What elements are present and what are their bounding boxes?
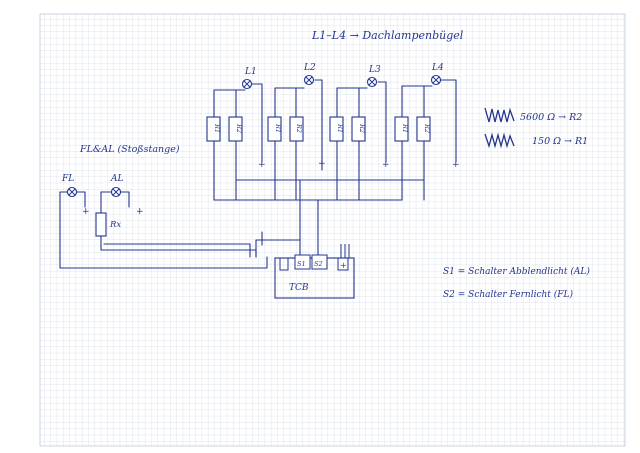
plus-l3: +: [382, 160, 390, 170]
lamp-l2: L2 R1 R2 +: [274, 63, 326, 169]
resistor-label-l4-right: R2: [423, 123, 431, 133]
bumper-note: FL&AL (Stoßstange): [79, 144, 180, 155]
resistor-legend: 5600 Ω → R2 150 Ω → R1: [484, 107, 588, 149]
resistor-rx: [95, 212, 107, 237]
header-note: L1–L4 → Dachlampenbügel: [311, 29, 464, 42]
resistor-label-l1-right: R2: [235, 123, 243, 133]
resistor-legend-r1: 150 Ω → R1: [532, 136, 588, 147]
control-module: S1 S2 + TCB: [274, 244, 355, 299]
graph-paper: [39, 13, 626, 447]
resistor-label-l1-left: R1: [213, 123, 221, 133]
rx-label: Rx: [109, 220, 121, 230]
plus-fl: +: [82, 207, 90, 217]
resistor-label-l4-left: R1: [401, 123, 409, 133]
s2-terminal: [311, 254, 328, 270]
lamp-label-l1: L1: [244, 67, 257, 77]
lamp-fl: FL +: [61, 174, 90, 217]
scribble-mark: [484, 132, 515, 149]
resistor-label-l3-left: R1: [336, 123, 344, 133]
roof-lamp-wiring: [213, 79, 457, 258]
lamp-label-fl: FL: [61, 174, 74, 184]
plus-l1: +: [258, 160, 266, 170]
lamp-al: AL +: [110, 174, 144, 217]
lamp-label-l2: L2: [303, 63, 316, 73]
switch-legend-s2: S2 = Schalter Fernlicht (FL): [443, 289, 574, 300]
resistor-label-l2-right: R2: [295, 123, 303, 133]
plus-l4: +: [452, 160, 460, 170]
plus-al: +: [136, 207, 144, 217]
switch-legend-s1: S1 = Schalter Abblendlicht (AL): [443, 266, 590, 277]
lamp-label-l3: L3: [368, 65, 381, 75]
plus-module: +: [340, 261, 347, 270]
lamp-label-al: AL: [110, 174, 123, 184]
bumper-wiring: [59, 191, 268, 269]
switch-legend: S1 = Schalter Abblendlicht (AL) S2 = Sch…: [443, 266, 590, 300]
lamp-l3: L3 R1 R2 +: [336, 65, 390, 170]
lamp-l4: L4 R1 R2 +: [401, 63, 460, 170]
resistor-legend-r2: 5600 Ω → R2: [520, 112, 582, 123]
resistor-label-l2-left: R1: [274, 123, 282, 133]
s1-terminal: [294, 254, 311, 270]
resistor-bodies: [206, 116, 431, 142]
s2-terminal-label: S2: [314, 260, 323, 268]
resistor-label-l3-right: R2: [358, 123, 366, 133]
lamp-l1: L1 R1 R2 +: [213, 67, 266, 170]
s1-terminal-label: S1: [297, 260, 306, 268]
lamp-label-l4: L4: [431, 63, 444, 73]
module-label: TCB: [289, 283, 309, 293]
scribble-mark: [484, 107, 515, 123]
plus-l2: +: [318, 159, 326, 169]
